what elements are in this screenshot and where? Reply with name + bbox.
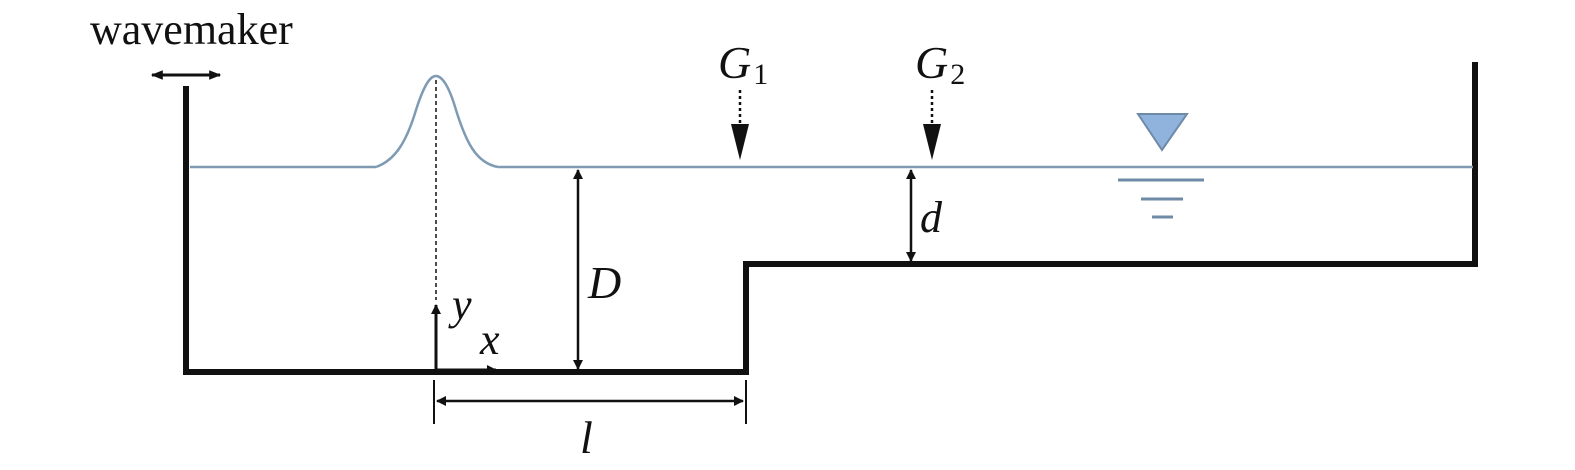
depth-D-label: D bbox=[588, 257, 622, 308]
gauge-1-letter: G bbox=[718, 37, 752, 88]
distance-l-label: l bbox=[580, 412, 593, 463]
gauge-1-label: G1 bbox=[718, 40, 768, 90]
gauge-1-subscript: 1 bbox=[753, 58, 769, 91]
solitary-wave bbox=[375, 74, 499, 169]
wavemaker-label: wavemaker bbox=[90, 5, 293, 54]
water-level-icon bbox=[1118, 113, 1204, 219]
gauge-2-letter: G bbox=[915, 37, 949, 88]
depth-d-label: d bbox=[920, 193, 942, 242]
x-axis-label: x bbox=[480, 315, 500, 364]
tank-outline bbox=[183, 62, 1478, 375]
gauge-2-arrowhead bbox=[923, 124, 941, 160]
gauge-1-arrowhead bbox=[731, 124, 749, 160]
gauge-2-label: G2 bbox=[915, 40, 965, 90]
y-axis-label: y bbox=[452, 280, 472, 329]
gauge-2-subscript: 2 bbox=[950, 58, 966, 91]
